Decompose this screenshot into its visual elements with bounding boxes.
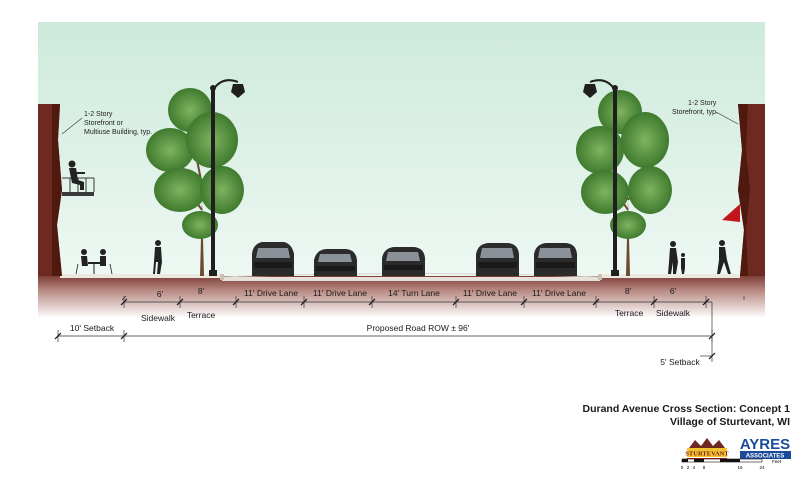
ayres-logo-text: AYRES xyxy=(740,436,790,453)
scale-tick-1: 2 xyxy=(687,465,690,470)
right-note-leader xyxy=(715,111,739,125)
scale-tick-5: 24 xyxy=(759,465,765,470)
left-terrace-width: 8' xyxy=(198,286,205,296)
ground-section xyxy=(38,276,765,318)
cafe-table-icon xyxy=(75,249,113,275)
scale-tick-3: 8 xyxy=(703,465,706,470)
lane-1-label: 11' Drive Lane xyxy=(244,288,298,298)
balcony-rail xyxy=(62,177,95,192)
scale-bar: 0 2 4 8 16 24 Feet xyxy=(678,458,788,472)
right-tree-icon xyxy=(576,90,672,276)
left-curb xyxy=(220,274,224,280)
right-terrace-label: Terrace xyxy=(615,308,644,318)
left-note-leader xyxy=(61,117,83,135)
car-icon xyxy=(534,243,577,276)
lane-4-label: 11' Drive Lane xyxy=(532,288,586,298)
scale-tick-2: 4 xyxy=(693,465,696,470)
road-surface xyxy=(222,277,600,281)
pedestrian-icon xyxy=(153,240,162,274)
car-icon xyxy=(252,242,294,276)
sturtevant-logo-text: STURTEVANT xyxy=(685,451,729,458)
dimension-ticks xyxy=(54,298,716,360)
left-tree-icon xyxy=(146,88,244,276)
lane-3-label: 11' Drive Lane xyxy=(463,288,517,298)
left-streetlight-icon xyxy=(209,79,245,276)
scale-unit: Feet xyxy=(772,459,782,464)
scale-tick-4: 16 xyxy=(737,465,743,470)
title-line-2: Village of Sturtevant, WI xyxy=(670,416,790,428)
left-building-shade xyxy=(52,104,62,276)
right-terrace-width: 8' xyxy=(625,286,632,296)
left-note: 1-2 Story Storefront or Multiuse Buildin… xyxy=(84,111,152,136)
car-icon xyxy=(476,243,519,276)
left-terrace-label: Terrace xyxy=(187,310,216,320)
right-sidewalk-label: Sidewalk xyxy=(656,308,691,318)
left-balcony xyxy=(62,192,94,196)
ayres-logo: AYRES ASSOCIATES xyxy=(738,434,793,460)
left-setback-label: 10' Setback xyxy=(70,323,115,333)
car-icon xyxy=(314,249,357,276)
right-awning xyxy=(722,204,740,222)
balcony-person-icon xyxy=(68,160,85,190)
row-label: Proposed Road ROW ± 96' xyxy=(367,323,470,333)
ayres-logo-subtext: ASSOCIATES xyxy=(746,454,785,460)
title-line-1: Durand Avenue Cross Section: Concept 1 xyxy=(582,403,790,415)
right-building-shade xyxy=(738,104,750,276)
left-sidewalk-surface xyxy=(60,274,222,278)
right-curb xyxy=(598,274,602,280)
pedestrian-group-icon xyxy=(668,240,731,274)
lane-2-label: 11' Drive Lane xyxy=(313,288,367,298)
right-note: 1-2 Story Storefront, typ. xyxy=(672,100,718,116)
right-sidewalk-surface xyxy=(600,274,740,278)
left-sidewalk-width: 6' xyxy=(157,289,164,299)
right-sidewalk-width: 6' xyxy=(670,286,677,296)
left-sidewalk-label: Sidewalk xyxy=(141,313,176,323)
car-icon xyxy=(382,247,425,276)
scale-tick-0: 0 xyxy=(681,465,684,470)
right-setback-label: 5' Setback xyxy=(660,357,700,367)
diagram-title: Durand Avenue Cross Section: Concept 1 V… xyxy=(582,403,790,429)
turn-lane-label: 14' Turn Lane xyxy=(388,288,440,298)
right-streetlight-icon xyxy=(583,79,619,276)
